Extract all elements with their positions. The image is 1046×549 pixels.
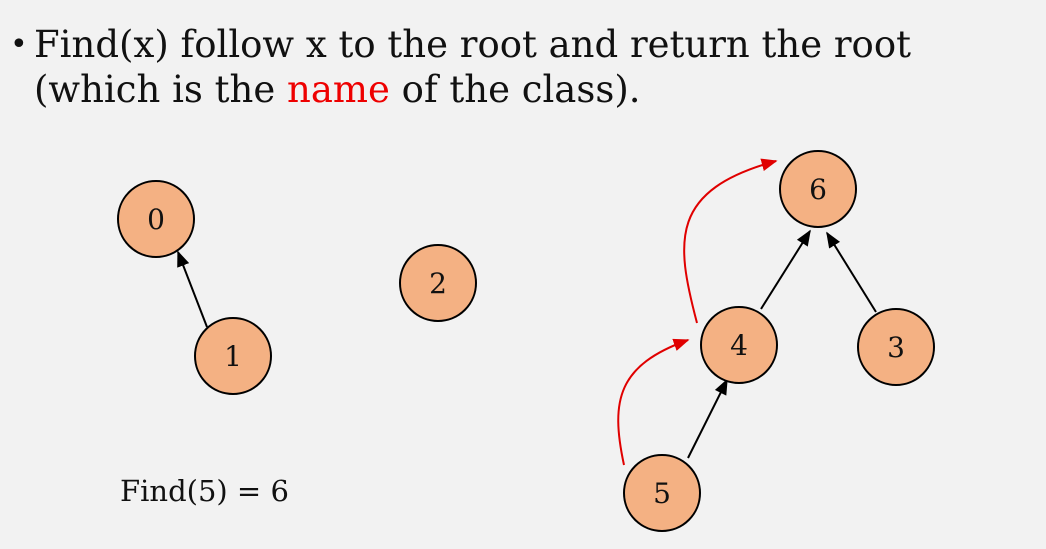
edges [177, 229, 877, 459]
node-4: 4 [700, 306, 778, 384]
node-6: 6 [779, 150, 857, 228]
bullet-line-2: (which is the name of the class). [34, 67, 911, 112]
node-3: 3 [857, 308, 935, 386]
find-result-text: Find(5) = 6 [120, 474, 289, 508]
bullet-highlight-word: name [287, 68, 390, 111]
find-path [617, 158, 778, 466]
edge-5-to-4 [687, 378, 728, 459]
node-0-label: 0 [147, 203, 165, 236]
bullet-text: Find(x) follow x to the root and return … [34, 22, 911, 112]
bullet-dot-icon: • [10, 27, 28, 62]
node-3-label: 3 [887, 331, 905, 364]
node-2: 2 [399, 244, 477, 322]
edge-3-to-6 [826, 231, 877, 313]
edge-1-to-0 [177, 250, 208, 328]
find-path-4-to-6 [683, 158, 778, 324]
node-2-label: 2 [429, 267, 447, 300]
node-1: 1 [194, 317, 272, 395]
bullet-line-2-post: of the class). [389, 68, 641, 111]
node-4-label: 4 [730, 329, 748, 362]
node-1-label: 1 [224, 340, 242, 373]
node-5-label: 5 [653, 477, 671, 510]
node-6-label: 6 [809, 173, 827, 206]
node-0: 0 [117, 180, 195, 258]
bullet-line-2-pre: (which is the [34, 68, 288, 111]
bullet-line-1: Find(x) follow x to the root and return … [34, 23, 911, 66]
find-path-5-to-4 [617, 338, 690, 466]
edge-4-to-6 [760, 229, 811, 310]
node-5: 5 [623, 454, 701, 532]
